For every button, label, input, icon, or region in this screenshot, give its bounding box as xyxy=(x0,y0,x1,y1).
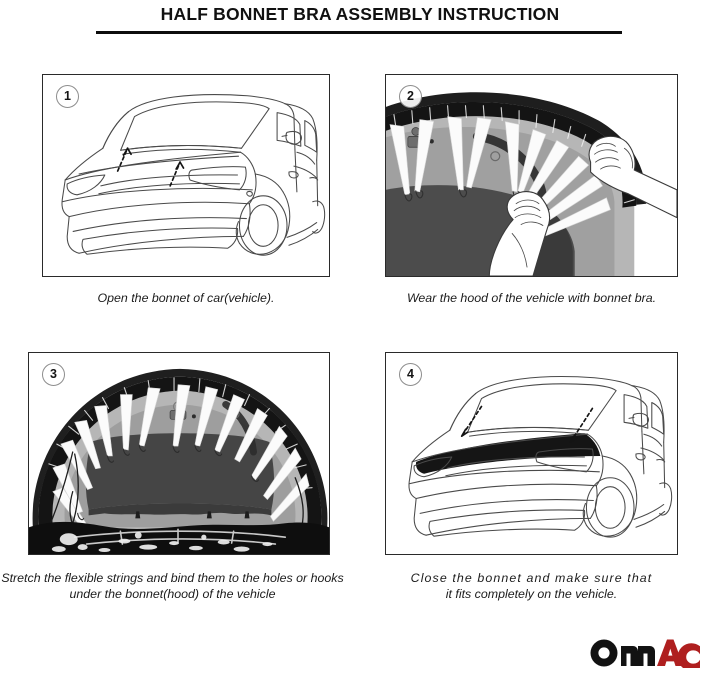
title-divider xyxy=(96,31,622,34)
arrow-close-hood-left xyxy=(460,405,483,438)
logo-letter-c xyxy=(677,643,700,668)
insulation-pad xyxy=(85,433,275,510)
instruction-panel-step-3: 3 xyxy=(28,352,330,555)
instruction-panel-step-2: 2 xyxy=(385,74,678,277)
open-hood-front-view-with-straps xyxy=(29,353,329,554)
page-title: HALF BONNET BRA ASSEMBLY INSTRUCTION xyxy=(160,4,560,24)
engine-highlights xyxy=(51,531,273,553)
instruction-panel-step-1: 1 xyxy=(42,74,330,277)
hood-underside-with-bra-and-hands xyxy=(386,75,677,276)
caption-line: Open the bonnet of car(vehicle). xyxy=(97,291,275,305)
step-badge-3: 3 xyxy=(42,363,65,386)
caption-line: Wear the hood of the vehicle with bonnet… xyxy=(406,291,657,305)
instruction-panel-step-4: 4 xyxy=(385,352,678,555)
van-line-art-bra-installed-arrows-down xyxy=(386,353,677,554)
caption-line: it fits completely on the vehicle. xyxy=(445,587,618,601)
arrow-close-hood-right xyxy=(569,407,594,443)
hand-lower-left xyxy=(488,191,551,276)
header: HALF BONNET BRA ASSEMBLY INSTRUCTION xyxy=(0,0,720,44)
step-badge-2: 2 xyxy=(399,85,422,108)
van-line-art-hood-open-arrows-up xyxy=(43,75,329,276)
installed-bonnet-bra xyxy=(415,433,601,474)
arrow-open-hood-right xyxy=(169,161,185,187)
step-badge-1: 1 xyxy=(56,85,79,108)
caption-line: Close the bonnet and make sure that xyxy=(410,571,653,585)
elastic-straps xyxy=(52,384,310,531)
bonnet-bra-edge xyxy=(386,102,637,208)
step-caption-2: Wear the hood of the vehicle with bonnet… xyxy=(385,290,678,306)
step-caption-3: Stretch the flexible strings and bind th… xyxy=(0,570,345,602)
step-caption-4: Close the bonnet and make sure that it f… xyxy=(385,570,678,602)
arrow-open-hood-left xyxy=(116,147,132,172)
omac-logo xyxy=(588,636,700,668)
logo-letter-m xyxy=(621,646,655,666)
step-badge-4: 4 xyxy=(399,363,422,386)
hand-upper-right xyxy=(588,135,677,219)
logo-letter-o xyxy=(590,639,618,667)
engine-bay xyxy=(29,521,329,554)
caption-line: Stretch the flexible strings and bind th… xyxy=(1,571,344,585)
caption-line: under the bonnet(hood) of the vehicle xyxy=(69,587,276,601)
logo-letter-a xyxy=(657,639,684,666)
step-caption-1: Open the bonnet of car(vehicle). xyxy=(42,290,330,306)
